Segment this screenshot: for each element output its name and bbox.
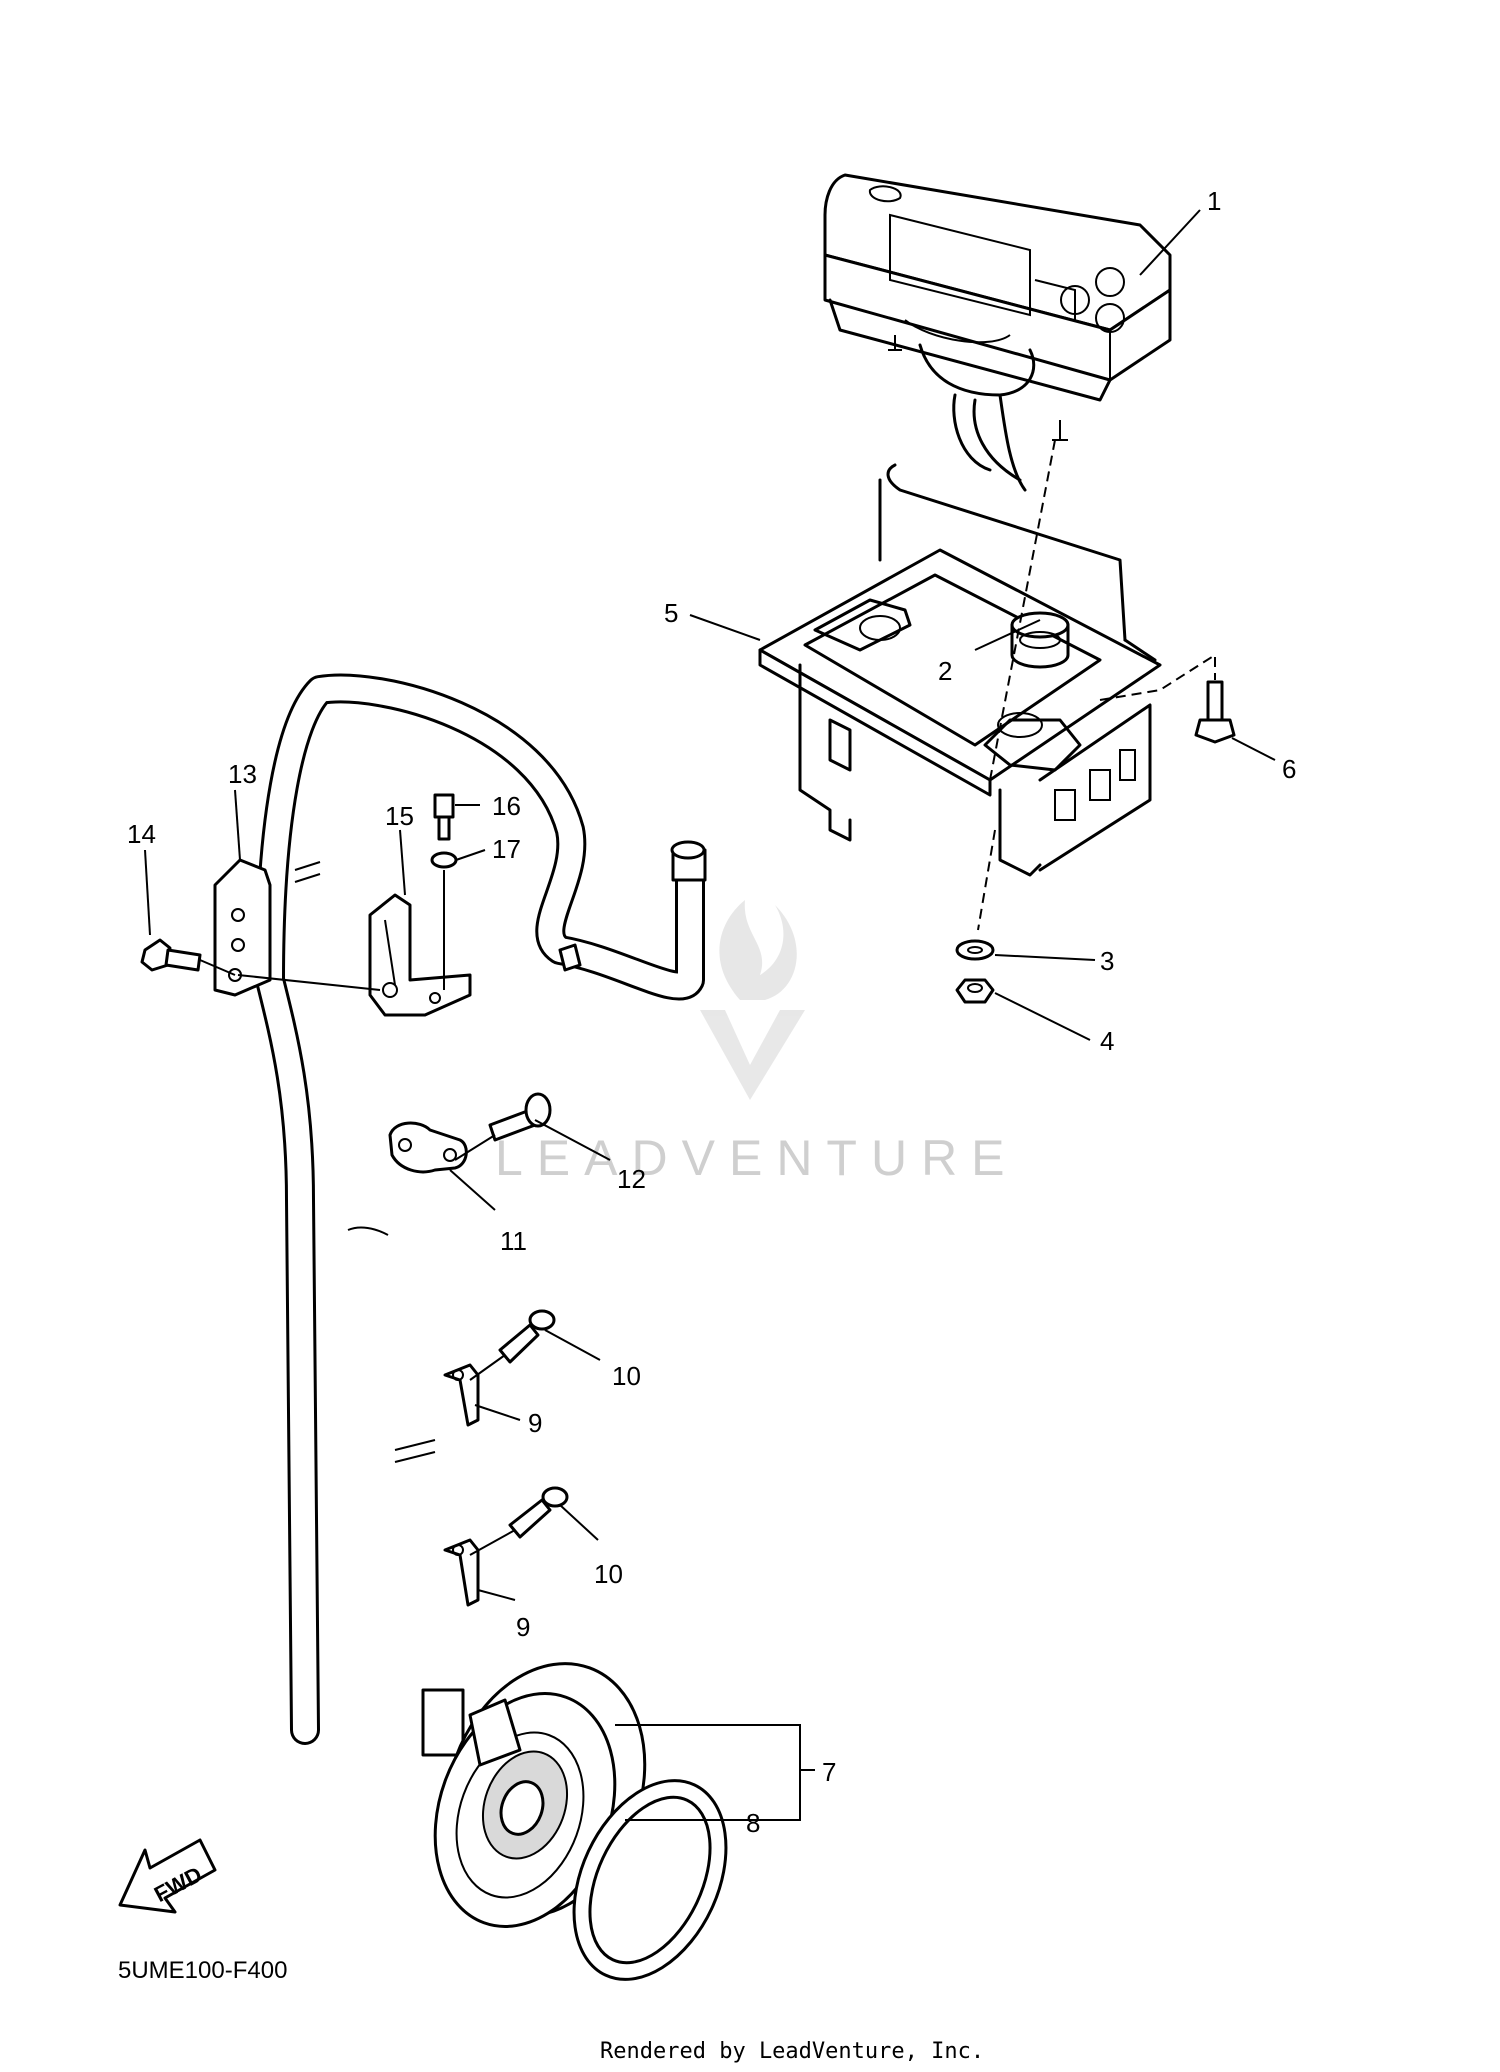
callout-13: 13 [228,759,257,789]
callout-8: 8 [746,1808,760,1838]
callout-17: 17 [492,834,521,864]
callout-16: 16 [492,791,521,821]
part-14-bolt[interactable] [140,938,202,972]
callout-3: 3 [1100,946,1114,976]
part-17-washer[interactable] [430,851,458,869]
watermark-text: LEADVENTURE [495,1130,1019,1186]
leader-lines [144,209,1276,1821]
part-9-clamp-upper[interactable] [443,1363,480,1427]
flame-v-logo-icon [700,900,805,1100]
callout-7: 7 [822,1757,836,1787]
callout-15: 15 [385,801,414,831]
footer-credit: Rendered by LeadVenture, Inc. [600,2039,984,2064]
callout-1: 1 [1207,186,1221,216]
part-2-grommet[interactable] [1010,611,1070,669]
callout-6: 6 [1282,754,1296,784]
part-16-bolt[interactable] [433,793,455,841]
part-15-cable-bracket[interactable] [368,893,472,1017]
diagram-code: 5UME100-F400 [118,1957,287,1984]
callout-10-upper: 10 [612,1361,641,1391]
speedometer-cable[interactable] [255,673,707,1757]
part-9-clamp-lower[interactable] [443,1538,480,1607]
part-10-screw-lower[interactable] [508,1486,569,1539]
callout-4: 4 [1100,1026,1114,1056]
callout-labels: 1 2 3 4 5 6 7 8 9 9 10 10 11 12 13 14 15… [127,186,1296,1838]
alignment-lines [977,439,1216,931]
callout-12: 12 [617,1164,646,1194]
callout-5: 5 [664,598,678,628]
part-13-plate[interactable] [213,858,272,997]
connection-lines [199,870,516,1556]
watermark: LEADVENTURE [495,900,1019,1186]
part-10-screw-upper[interactable] [498,1309,556,1364]
callout-11: 11 [500,1226,527,1256]
part-8-oil-seal[interactable] [544,1756,756,2004]
part-6-bolt[interactable] [1194,680,1236,744]
callout-9-upper: 9 [528,1408,542,1438]
callout-14: 14 [127,819,156,849]
callout-2: 2 [938,656,952,686]
part-3-washer[interactable] [955,939,995,961]
callout-10-lower: 10 [594,1559,623,1589]
part-11-cable-guide[interactable] [388,1121,468,1174]
part-1-meter-assembly[interactable] [823,173,1172,492]
fwd-arrow-icon: FWD [118,1838,217,1914]
callout-9-lower: 9 [516,1612,530,1642]
part-4-nut[interactable] [955,978,995,1004]
part-5-meter-bracket[interactable] [758,463,1162,877]
